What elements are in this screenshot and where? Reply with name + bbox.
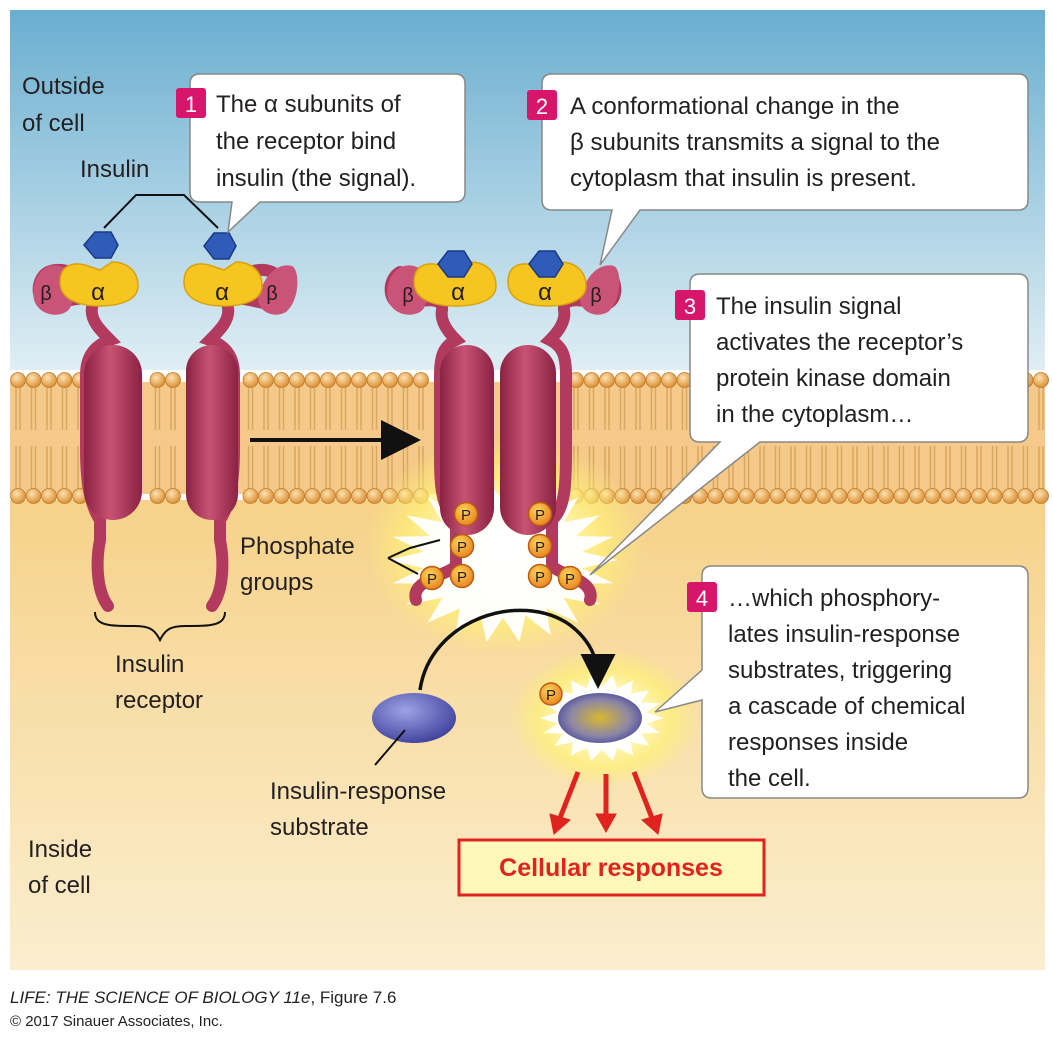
svg-text:The insulin signal: The insulin signal (716, 293, 901, 320)
beta-label: β (590, 285, 602, 307)
svg-text:protein kinase domain: protein kinase domain (716, 365, 951, 392)
svg-text:β subunits transmits a signal: β subunits transmits a signal to the (570, 129, 940, 156)
phosphate-group: P (449, 563, 475, 589)
phosphate-group: P (527, 533, 553, 559)
outside-cell-label: Outside (22, 73, 105, 100)
alpha-label: α (538, 279, 552, 306)
alpha-subunit (59, 261, 139, 307)
svg-text:…which phosphory-: …which phosphory- (728, 585, 940, 612)
bound-insulin-molecule (437, 250, 473, 278)
step-4-badge (687, 582, 717, 612)
svg-text:substrates, triggering: substrates, triggering (728, 657, 952, 684)
alpha-subunit (413, 261, 497, 307)
phosphorylated-substrate (558, 693, 642, 743)
bound-insulin-molecule (528, 250, 564, 278)
alpha-subunit (183, 261, 263, 307)
alpha-label: α (215, 279, 229, 306)
svg-text:A conformational change in the: A conformational change in the (570, 93, 900, 120)
copyright-notice: © 2017 Sinauer Associates, Inc. (10, 1013, 223, 1030)
phosphate-groups-label: groups (240, 569, 313, 596)
left-receptor-body (440, 345, 494, 535)
right-receptor-body (186, 345, 238, 520)
phosphate-group: P (453, 501, 479, 527)
alpha-subunit (507, 261, 587, 307)
svg-text:cytoplasm that insulin is pres: cytoplasm that insulin is present. (570, 165, 917, 192)
svg-text:1: 1 (185, 92, 197, 117)
inside-cell-label: Inside (28, 836, 92, 863)
step-3-badge (675, 290, 705, 320)
outside-cell-label: of cell (22, 110, 85, 137)
active-insulin-receptor: α α β β (384, 250, 622, 606)
svg-text:insulin (the signal).: insulin (the signal). (216, 165, 416, 192)
substrate-phosphate: P (539, 682, 563, 706)
insulin-receptor-label: receptor (115, 687, 203, 714)
callout-step-3: 3 The insulin signal activates the recep… (589, 273, 1029, 576)
phosphate-group: P (449, 533, 475, 559)
step-1-badge (176, 88, 206, 118)
svg-text:activates the receptor’s: activates the receptor’s (716, 329, 963, 356)
beta-label: β (40, 283, 52, 305)
svg-text:the cell.: the cell. (728, 765, 811, 792)
svg-text:P: P (535, 507, 545, 524)
left-receptor-body (84, 345, 142, 520)
phosphorylation-arrow (418, 608, 616, 691)
insulin-receptor-label: Insulin (115, 651, 184, 678)
svg-text:P: P (457, 539, 467, 556)
beta-subunit (258, 265, 298, 315)
insulin-molecule (83, 231, 119, 259)
phosphate-group: P (527, 501, 553, 527)
svg-text:The α subunits of: The α subunits of (216, 91, 401, 118)
beta-subunit (580, 265, 620, 315)
callout-step-1: 1 The α subunits of the receptor bind in… (176, 73, 466, 234)
phosphate-group: P (419, 565, 445, 591)
step-2-badge (527, 90, 557, 120)
insulin-molecule (203, 232, 237, 260)
beta-label: β (266, 283, 278, 305)
alpha-label: α (451, 279, 465, 306)
svg-text:in the cytoplasm…: in the cytoplasm… (716, 401, 913, 428)
insulin-response-substrate (372, 693, 456, 743)
svg-text:P: P (535, 569, 545, 586)
svg-text:P: P (546, 687, 556, 704)
figure-number: , Figure 7.6 (310, 988, 397, 1007)
svg-text:the receptor bind: the receptor bind (216, 128, 396, 155)
callout-step-4: 4 …which phosphory- lates insulin-respon… (654, 565, 1029, 799)
insulin-label: Insulin (80, 156, 149, 183)
svg-text:responses inside: responses inside (728, 729, 908, 756)
svg-text:P: P (535, 539, 545, 556)
alpha-label: α (91, 279, 105, 306)
inactive-insulin-receptor: α α β β (32, 261, 298, 612)
phosphate-group: P (557, 565, 583, 591)
svg-text:P: P (565, 571, 575, 588)
phosphate-group: P (527, 563, 553, 589)
insulin-response-substrate-label: substrate (270, 814, 369, 841)
figure-caption: LIFE: THE SCIENCE OF BIOLOGY 11e, Figure… (10, 988, 396, 1008)
cellular-response-arrows (549, 771, 663, 835)
right-receptor-body (500, 345, 556, 535)
svg-text:P: P (427, 571, 437, 588)
inside-cell-label: of cell (28, 872, 91, 899)
phosphate-groups-label: Phosphate (240, 533, 355, 560)
svg-text:2: 2 (536, 94, 548, 119)
book-title: LIFE: THE SCIENCE OF BIOLOGY 11e (10, 988, 311, 1007)
cellular-responses-box (457, 838, 766, 897)
svg-text:a cascade of chemical: a cascade of chemical (728, 693, 965, 720)
svg-text:4: 4 (696, 586, 708, 611)
svg-text:P: P (457, 569, 467, 586)
cellular-responses-label: Cellular responses (499, 854, 723, 882)
insulin-response-substrate-label: Insulin-response (270, 778, 446, 805)
beta-label: β (402, 285, 414, 307)
svg-text:P: P (461, 507, 471, 524)
callout-step-2: 2 A conformational change in the β subun… (527, 73, 1029, 266)
leader-lines (94, 194, 441, 766)
svg-text:3: 3 (684, 294, 696, 319)
svg-text:lates insulin-response: lates insulin-response (728, 621, 960, 648)
